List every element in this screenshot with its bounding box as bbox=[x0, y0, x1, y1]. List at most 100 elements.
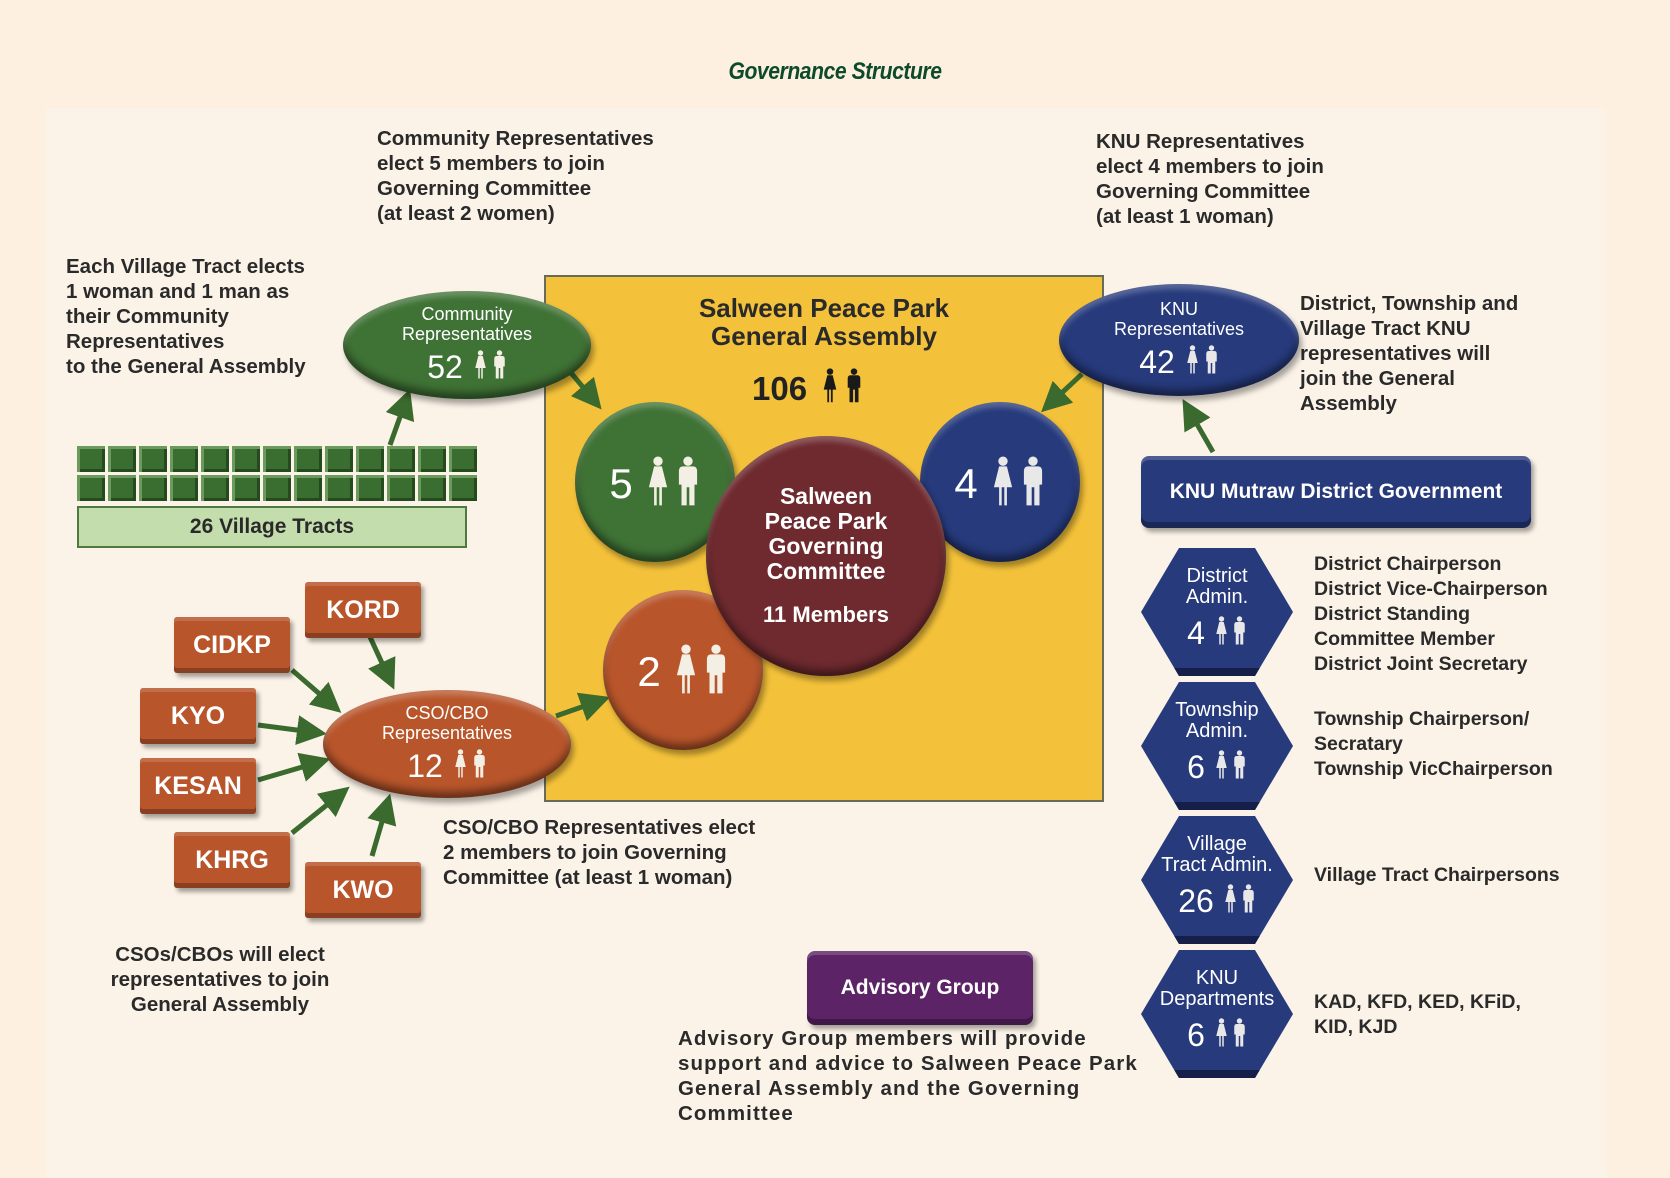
community-representatives-count: 52 bbox=[427, 348, 463, 385]
man-icon bbox=[703, 641, 729, 704]
village-tract-tile bbox=[108, 446, 136, 472]
woman-icon bbox=[1185, 343, 1200, 382]
man-icon bbox=[472, 747, 487, 786]
community-seats-count: 5 bbox=[609, 460, 633, 507]
village-tracts-bar: 26 Village Tracts bbox=[77, 506, 467, 548]
village-tract-tile bbox=[418, 475, 446, 501]
woman-icon bbox=[990, 453, 1016, 516]
woman-icon bbox=[1214, 614, 1229, 653]
woman-icon bbox=[821, 366, 839, 411]
governing-committee-members: 11 Members bbox=[763, 602, 889, 627]
hex-township-admin[interactable]: Township Admin. 6 bbox=[1141, 682, 1293, 810]
woman-icon bbox=[1214, 1016, 1229, 1055]
hex-district-admin-label: District Admin. bbox=[1185, 564, 1249, 608]
community-representatives-label: Community Representatives bbox=[401, 303, 533, 344]
village-tract-tiles bbox=[77, 446, 477, 501]
cso-cbo-representatives-oval[interactable]: CSO/CBO Representatives 12 bbox=[323, 690, 571, 798]
org-cidkp[interactable]: CIDKP bbox=[174, 617, 290, 673]
cso-seats-count: 2 bbox=[637, 648, 661, 695]
hex-village-tract-admin-count: 26 bbox=[1178, 882, 1214, 919]
village-tract-tile bbox=[449, 446, 477, 472]
man-icon bbox=[845, 366, 863, 411]
township-admin-roles: Township Chairperson/ Secratary Township… bbox=[1314, 708, 1553, 780]
village-tract-tile bbox=[325, 446, 353, 472]
hex-district-admin-count: 4 bbox=[1187, 614, 1205, 651]
knu-representatives-count: 42 bbox=[1139, 343, 1175, 380]
knu-representatives-oval[interactable]: KNU Representatives 42 bbox=[1059, 284, 1299, 396]
woman-icon bbox=[1214, 748, 1229, 787]
village-tract-tile bbox=[139, 446, 167, 472]
man-icon bbox=[1204, 343, 1219, 382]
org-khrg[interactable]: KHRG bbox=[174, 832, 290, 888]
village-tract-tile bbox=[294, 475, 322, 501]
hex-village-tract-admin[interactable]: Village Tract Admin. 26 bbox=[1141, 816, 1293, 944]
hex-district-admin[interactable]: District Admin. 4 bbox=[1141, 548, 1293, 676]
village-tract-tile bbox=[356, 446, 384, 472]
community-representatives-oval[interactable]: Community Representatives 52 bbox=[343, 291, 591, 399]
village-tract-tile bbox=[170, 475, 198, 501]
woman-icon bbox=[673, 641, 699, 704]
man-icon bbox=[1232, 1016, 1247, 1055]
hexagon-shape bbox=[1141, 548, 1293, 676]
hex-township-admin-label: Township Admin. bbox=[1175, 698, 1259, 742]
governing-committee-label: Salween Peace Park Governing Committee bbox=[764, 483, 888, 584]
village-tract-elects-note: Each Village Tract elects 1 woman and 1 … bbox=[66, 255, 306, 378]
village-tract-tile bbox=[387, 446, 415, 472]
woman-icon bbox=[453, 747, 468, 786]
village-tract-tile bbox=[294, 446, 322, 472]
knu-departments-list: KAD, KFD, KED, KFiD, KID, KJD bbox=[1314, 991, 1521, 1038]
general-assembly-title: Salween Peace Park General Assembly bbox=[698, 293, 950, 351]
knu-join-note: District, Township and Village Tract KNU… bbox=[1300, 292, 1519, 415]
village-tract-tile bbox=[201, 475, 229, 501]
village-tract-tile bbox=[201, 446, 229, 472]
village-tract-tile bbox=[232, 475, 260, 501]
cso-will-elect-note: CSOs/CBOs will elect representatives to … bbox=[110, 943, 330, 1016]
man-icon bbox=[675, 453, 701, 516]
village-tract-tile bbox=[387, 475, 415, 501]
man-icon bbox=[1020, 453, 1046, 516]
woman-icon bbox=[645, 453, 671, 516]
general-assembly-number: 106 bbox=[752, 369, 808, 407]
governing-committee-circle[interactable]: Salween Peace Park Governing Committee 1… bbox=[706, 436, 946, 676]
village-tract-tile bbox=[263, 446, 291, 472]
cso-cbo-representatives-count: 12 bbox=[407, 747, 443, 784]
district-admin-roles: District Chairperson District Vice-Chair… bbox=[1314, 553, 1548, 675]
village-tract-tile bbox=[449, 475, 477, 501]
page-title: Governance Structure bbox=[728, 58, 942, 85]
general-assembly-count: 106 bbox=[752, 366, 863, 411]
knu-elect-note: KNU Representatives elect 4 members to j… bbox=[1096, 130, 1324, 228]
village-tract-tile bbox=[356, 475, 384, 501]
man-icon bbox=[1241, 882, 1256, 921]
knu-mutraw-district-government[interactable]: KNU Mutraw District Government bbox=[1141, 456, 1531, 528]
knu-seats-circle[interactable]: 4 bbox=[920, 402, 1080, 562]
cso-cbo-representatives-label: CSO/CBO Representatives bbox=[381, 702, 513, 743]
man-icon bbox=[1232, 614, 1247, 653]
hex-village-tract-admin-label: Village Tract Admin. bbox=[1161, 832, 1273, 876]
knu-representatives-label: KNU Representatives bbox=[1113, 298, 1245, 339]
village-tract-tile bbox=[325, 475, 353, 501]
hexagon-shape bbox=[1141, 816, 1293, 944]
hex-township-admin-count: 6 bbox=[1187, 748, 1205, 785]
man-icon bbox=[1232, 748, 1247, 787]
community-elect-note: Community Representatives elect 5 member… bbox=[377, 127, 654, 225]
woman-icon bbox=[1223, 882, 1238, 921]
advisory-group-button[interactable]: Advisory Group bbox=[807, 951, 1033, 1025]
org-kord[interactable]: KORD bbox=[305, 582, 421, 638]
org-kesan[interactable]: KESAN bbox=[140, 758, 256, 814]
cso-elect-note: CSO/CBO Representatives elect 2 members … bbox=[443, 816, 756, 889]
village-tract-tile bbox=[108, 475, 136, 501]
org-kwo[interactable]: KWO bbox=[305, 862, 421, 918]
knu-seats-count: 4 bbox=[954, 460, 978, 507]
hex-knu-departments[interactable]: KNU Departments 6 bbox=[1141, 950, 1293, 1078]
village-tract-tile bbox=[263, 475, 291, 501]
village-tract-admin-roles: Village Tract Chairpersons bbox=[1314, 864, 1560, 886]
hexagon-shape bbox=[1141, 682, 1293, 810]
hex-knu-departments-label: KNU Departments bbox=[1159, 966, 1275, 1010]
hex-knu-departments-count: 6 bbox=[1187, 1016, 1205, 1053]
village-tract-tile bbox=[77, 475, 105, 501]
village-tract-tile bbox=[418, 446, 446, 472]
village-tract-tile bbox=[139, 475, 167, 501]
hexagon-shape bbox=[1141, 950, 1293, 1078]
org-kyo[interactable]: KYO bbox=[140, 688, 256, 744]
man-icon bbox=[492, 348, 507, 387]
